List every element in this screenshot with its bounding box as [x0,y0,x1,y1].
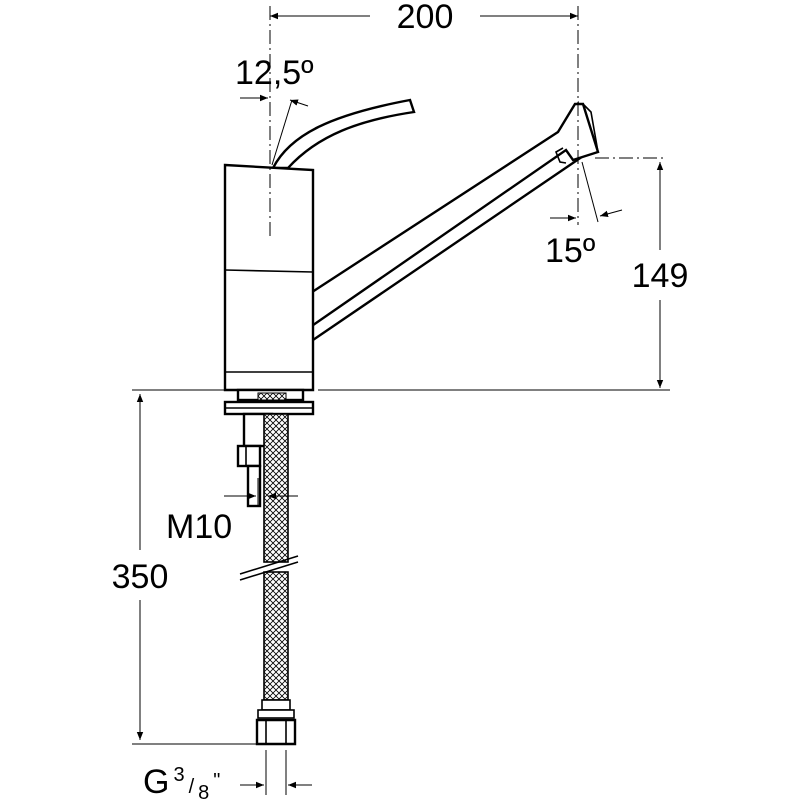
dimension-spout-angle-label: 15º [545,232,595,270]
dimension-149: 149 [318,162,689,391]
dimension-lever-angle-label: 12,5º [235,54,314,92]
dimension-spout-angle: 15º [545,161,623,270]
dimension-200-label: 200 [397,0,454,36]
dimension-149-label: 149 [632,257,689,295]
faucet-body [223,163,315,392]
centerlines [269,6,665,240]
dimension-connection: G 3 / 8 " [143,750,312,800]
faucet-spout [298,100,600,342]
dimension-thread: M10 [166,478,298,546]
dimension-lever-angle: 12,5º [235,54,314,166]
faucet-lever [271,98,416,170]
dimension-350-label: 350 [112,558,169,596]
braided-hose [239,413,299,746]
dimension-connection-label: G 3 / 8 " [143,763,220,800]
dimension-thread-label: M10 [166,508,232,546]
dimension-200: 200 [270,0,578,36]
dimension-350: 350 [112,389,257,745]
